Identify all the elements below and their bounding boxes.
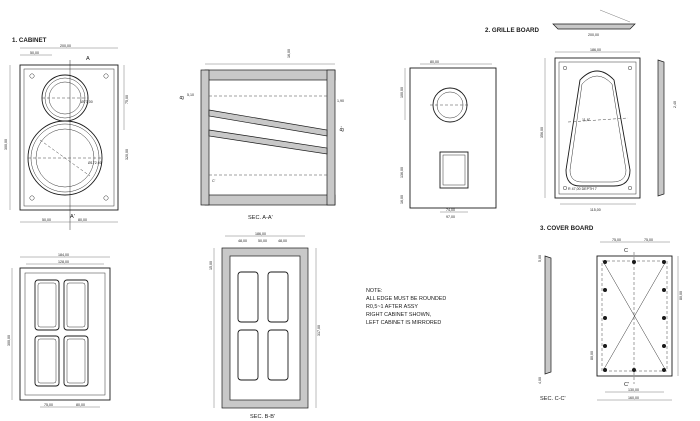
- section-marker-a: A: [86, 56, 90, 62]
- bb-right-dim: 317,00: [317, 325, 321, 336]
- grille-side-dim: 16,00: [400, 195, 404, 204]
- sec-marker-c-prime-left: C': [212, 179, 216, 183]
- grille-b2-dim: 97,00: [446, 215, 455, 219]
- front-b2-dim: 80,00: [76, 403, 85, 407]
- note-heading: NOTE:: [366, 288, 382, 294]
- gb-height-dim: 356,00: [540, 127, 544, 138]
- cab-side2-dim: 320,00: [125, 149, 129, 160]
- section-aa-view: 16,00 5,10 1,90 B B' C' SEC. A-A': [179, 49, 346, 221]
- bb-b-dim: 50,00: [258, 239, 267, 243]
- sec-top-dim: 16,00: [287, 49, 291, 58]
- sec-cc-title: SEC. C-C': [540, 396, 566, 402]
- sec-right-dim: 1,90: [337, 99, 344, 103]
- note-line-2: R0,5~1 AFTER ASSY: [366, 304, 418, 310]
- cab-width-dim: 200,00: [60, 44, 71, 48]
- front-h-dim: 300,00: [7, 335, 11, 346]
- grille-h-dim: 136,00: [400, 167, 404, 178]
- bb-top-dim: 186,00: [255, 232, 266, 236]
- cc-bot2-dim: 160,00: [628, 396, 639, 400]
- gb-top-dim: 200,00: [588, 33, 599, 37]
- cc-top2-dim: 75,00: [644, 238, 653, 242]
- sec-bb-title: SEC. B-B': [250, 414, 275, 420]
- cabinet-title: 1. CABINET: [12, 37, 47, 44]
- note-block: NOTE: ALL EDGE MUST BE ROUNDED R0,5~1 AF…: [366, 288, 446, 326]
- cc-marker-c-prime: C': [624, 382, 629, 388]
- cc-left2-dim: 4,00: [538, 377, 542, 384]
- sec-left-dim: 5,10: [187, 93, 194, 97]
- cab-height-dim: 300,00: [4, 139, 8, 150]
- gb-bottom-dim: 115,00: [590, 208, 601, 212]
- cc-marker-c: C: [624, 248, 628, 254]
- grille-title: 2. GRILLE BOARD: [485, 27, 540, 34]
- note-line-3: RIGHT CABINET SHOWN,: [366, 312, 432, 318]
- grille-left-dim: 100,00: [400, 87, 404, 98]
- cab-half-dim: 50,00: [30, 51, 39, 55]
- cab-tweeter-dim: Ø77,00: [81, 100, 93, 104]
- cab-side-dim: 75,00: [125, 95, 129, 104]
- cc-bot1-dim: 130,00: [628, 388, 639, 392]
- front-w-dim: 184,00: [58, 253, 69, 257]
- gb-width-dim: 186,00: [590, 48, 601, 52]
- cc-side2-dim: 80,00: [590, 351, 594, 360]
- cover-board-view: 3. COVER BOARD 5,00 4,00 SEC. C-C' 75,00…: [538, 225, 683, 402]
- cab-woofer-dim: Ø172,00: [88, 161, 102, 165]
- cabinet-inner-front-view: 184,00 128,00 300,00 75,00 80,00: [7, 253, 111, 408]
- gb-side-dim: 2,40: [673, 101, 677, 108]
- sec-marker-b-prime: B': [339, 126, 346, 133]
- gb-radius-dim: R 47,00 DEPTH 7: [568, 187, 597, 191]
- bb-a-dim: 48,00: [238, 239, 247, 243]
- sec-marker-b: B: [179, 95, 186, 101]
- cab-bot-right-dim: 80,00: [78, 218, 87, 222]
- note-line-4: LEFT CABINET IS MIRRORED: [366, 320, 441, 326]
- cab-bot-left-dim: 50,00: [42, 218, 51, 222]
- bb-left-dim: 15,00: [209, 261, 213, 270]
- grille-board-view: 2. GRILLE BOARD 200,00 186,00 11,8° R 47…: [485, 9, 677, 212]
- front-b-dim: 75,00: [44, 403, 53, 407]
- section-marker-a-prime: A': [70, 214, 75, 220]
- grille-top-dim: 80,00: [430, 60, 439, 64]
- section-bb-view: 186,00 48,00 50,00 48,00 15,00 317,00 SE…: [209, 232, 321, 420]
- cabinet-front-view: 1. CABINET 200,00 50,00 A Ø77,00 Ø172,00…: [4, 37, 129, 230]
- gb-angle-dim: 11,8°: [582, 118, 591, 122]
- grille-b1-dim: 74,00: [446, 208, 455, 212]
- baffle-front-view: 80,00 100,00 136,00 16,00 74,00 97,00: [400, 60, 497, 219]
- cc-side1-dim: 80,00: [679, 291, 683, 300]
- cc-left-dim: 5,00: [538, 255, 542, 262]
- note-line-1: ALL EDGE MUST BE ROUNDED: [366, 296, 446, 302]
- cc-top1-dim: 75,00: [612, 238, 621, 242]
- front-w2-dim: 128,00: [58, 260, 69, 264]
- bb-c-dim: 48,00: [278, 239, 287, 243]
- sec-aa-title: SEC. A-A': [248, 215, 273, 221]
- cover-title: 3. COVER BOARD: [540, 225, 594, 232]
